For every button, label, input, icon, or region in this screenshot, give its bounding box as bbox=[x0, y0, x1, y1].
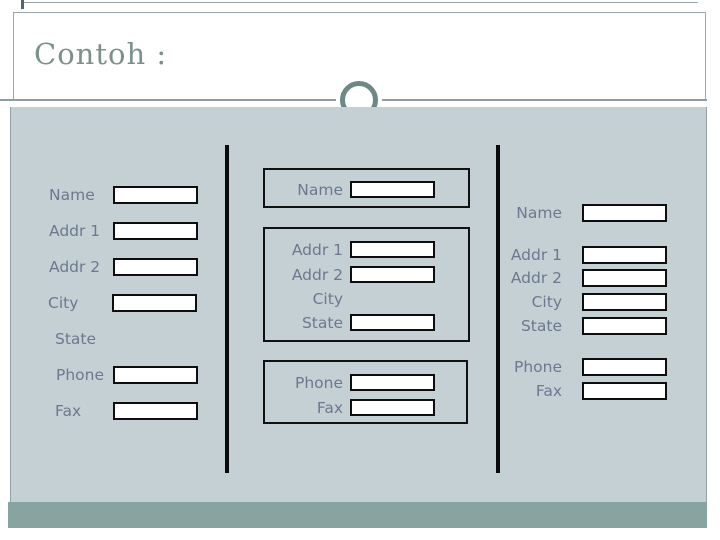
field-label: State bbox=[301, 314, 343, 332]
form-row-addr2: Addr 2 bbox=[265, 265, 468, 285]
top-rule bbox=[22, 2, 698, 3]
page-title: Contoh : bbox=[34, 37, 168, 71]
input-box[interactable] bbox=[350, 374, 435, 391]
field-label: Fax bbox=[55, 402, 82, 420]
input-box[interactable] bbox=[112, 294, 197, 312]
field-label: Addr 2 bbox=[291, 266, 343, 284]
field-label: Fax bbox=[535, 382, 562, 400]
group-name: Name bbox=[263, 168, 470, 208]
field-label: Name bbox=[49, 186, 95, 204]
input-box[interactable] bbox=[113, 366, 198, 384]
form-row-state: State bbox=[265, 313, 468, 333]
field-label: Phone bbox=[513, 358, 562, 376]
form-row-name: Name bbox=[265, 180, 468, 200]
input-box[interactable] bbox=[350, 266, 435, 283]
field-label: Addr 2 bbox=[510, 269, 562, 287]
input-box[interactable] bbox=[582, 293, 667, 311]
input-box[interactable] bbox=[113, 402, 198, 420]
group-contact: Phone Fax bbox=[263, 360, 468, 424]
field-label: City bbox=[312, 290, 343, 308]
input-box[interactable] bbox=[582, 269, 667, 287]
input-box[interactable] bbox=[113, 222, 198, 240]
vertical-divider-left bbox=[225, 145, 229, 473]
input-box[interactable] bbox=[582, 358, 667, 376]
form-row-phone: Phone bbox=[265, 373, 466, 393]
input-box[interactable] bbox=[350, 181, 435, 198]
field-label: Fax bbox=[316, 399, 343, 417]
input-box[interactable] bbox=[350, 314, 435, 331]
input-box[interactable] bbox=[582, 204, 667, 222]
input-box[interactable] bbox=[582, 317, 667, 335]
input-box[interactable] bbox=[113, 186, 198, 204]
field-label: Phone bbox=[56, 366, 105, 384]
field-label: Name bbox=[516, 204, 562, 222]
group-address: Addr 1 Addr 2 City State bbox=[263, 227, 470, 342]
field-label: Phone bbox=[294, 374, 343, 392]
field-label: State bbox=[55, 330, 97, 348]
input-box[interactable] bbox=[350, 241, 435, 258]
field-label: State bbox=[520, 317, 562, 335]
input-box[interactable] bbox=[113, 258, 198, 276]
form-row-fax: Fax bbox=[265, 398, 466, 418]
top-tick bbox=[21, 0, 24, 9]
field-label: City bbox=[48, 294, 79, 312]
input-box[interactable] bbox=[582, 382, 667, 400]
field-label: Addr 1 bbox=[291, 241, 343, 259]
field-label: Name bbox=[297, 181, 343, 199]
input-box[interactable] bbox=[350, 399, 435, 416]
form-row-city: City bbox=[265, 289, 468, 309]
field-label: Addr 1 bbox=[510, 246, 562, 264]
field-label: Addr 2 bbox=[49, 258, 101, 276]
input-box[interactable] bbox=[582, 246, 667, 264]
field-label: Addr 1 bbox=[49, 222, 101, 240]
footer-bar bbox=[8, 502, 707, 528]
field-label: City bbox=[531, 293, 562, 311]
vertical-divider-right bbox=[496, 145, 500, 473]
form-row-addr1: Addr 1 bbox=[265, 240, 468, 260]
